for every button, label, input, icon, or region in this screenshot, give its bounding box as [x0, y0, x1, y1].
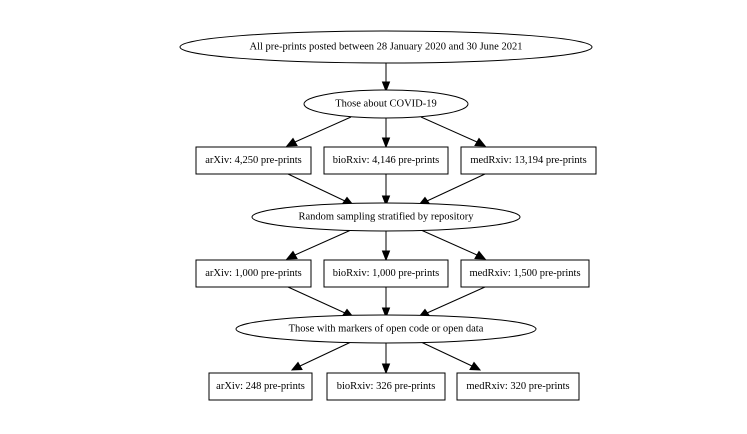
node-all-preprints-label: All pre-prints posted between 28 January…	[250, 42, 523, 53]
node-arxiv-total-label: arXiv: 4,250 pre-prints	[205, 155, 302, 166]
node-biorxiv-final-label: bioRxiv: 326 pre-prints	[337, 381, 436, 392]
arrowhead	[381, 195, 391, 207]
node-medrxiv-sample: medRxiv: 1,500 pre-prints	[460, 259, 590, 288]
arrowhead	[381, 363, 391, 375]
edge-medrxiv-total-to-sampling	[426, 173, 486, 202]
edge-sampling-to-arxiv-sample	[294, 229, 352, 256]
arrowhead	[381, 250, 391, 262]
node-markers-label: Those with markers of open code or open …	[289, 324, 484, 335]
node-biorxiv-sample-label: bioRxiv: 1,000 pre-prints	[333, 268, 439, 279]
edge-markers-to-arxiv-final	[299, 341, 352, 367]
arrowhead	[381, 307, 391, 319]
node-arxiv-final-label: arXiv: 248 pre-prints	[216, 381, 305, 392]
node-biorxiv-final: bioRxiv: 326 pre-prints	[326, 372, 446, 401]
edge-covid-to-arxiv-total	[294, 116, 352, 143]
arrowhead	[469, 361, 482, 371]
node-biorxiv-total-label: bioRxiv: 4,146 pre-prints	[333, 155, 439, 166]
node-arxiv-total: arXiv: 4,250 pre-prints	[195, 146, 312, 175]
node-arxiv-sample-label: arXiv: 1,000 pre-prints	[205, 268, 302, 279]
node-biorxiv-sample: bioRxiv: 1,000 pre-prints	[323, 259, 449, 288]
node-arxiv-sample: arXiv: 1,000 pre-prints	[195, 259, 312, 288]
node-covid-label: Those about COVID-19	[335, 99, 436, 110]
arrowhead	[285, 250, 298, 260]
edge-sampling-to-medrxiv-sample	[420, 229, 478, 256]
node-medrxiv-final-label: medRxiv: 320 pre-prints	[466, 381, 569, 392]
node-arxiv-final: arXiv: 248 pre-prints	[208, 372, 313, 401]
edge-covid-to-medrxiv-total	[420, 116, 478, 143]
node-medrxiv-final: medRxiv: 320 pre-prints	[456, 372, 580, 401]
node-medrxiv-sample-label: medRxiv: 1,500 pre-prints	[469, 268, 580, 279]
edge-markers-to-medrxiv-final	[420, 341, 473, 367]
arrowhead	[381, 81, 391, 93]
arrowhead	[285, 137, 298, 147]
arrowhead	[381, 137, 391, 149]
node-all-preprints: All pre-prints posted between 28 January…	[179, 30, 593, 64]
edge-arxiv-sample-to-markers	[287, 286, 346, 314]
arrowhead	[290, 361, 303, 371]
node-medrxiv-total-label: medRxiv: 13,194 pre-prints	[470, 155, 586, 166]
node-covid: Those about COVID-19	[303, 89, 469, 119]
arrowhead	[474, 137, 487, 147]
node-sampling-label: Random sampling stratified by repository	[299, 212, 475, 223]
edge-medrxiv-sample-to-markers	[426, 286, 486, 314]
node-sampling: Random sampling stratified by repository	[251, 202, 521, 232]
node-biorxiv-total: bioRxiv: 4,146 pre-prints	[323, 146, 449, 175]
node-markers: Those with markers of open code or open …	[235, 314, 537, 344]
edge-arxiv-total-to-sampling	[287, 173, 346, 202]
node-medrxiv-total: medRxiv: 13,194 pre-prints	[460, 146, 597, 175]
arrowhead	[474, 250, 487, 260]
